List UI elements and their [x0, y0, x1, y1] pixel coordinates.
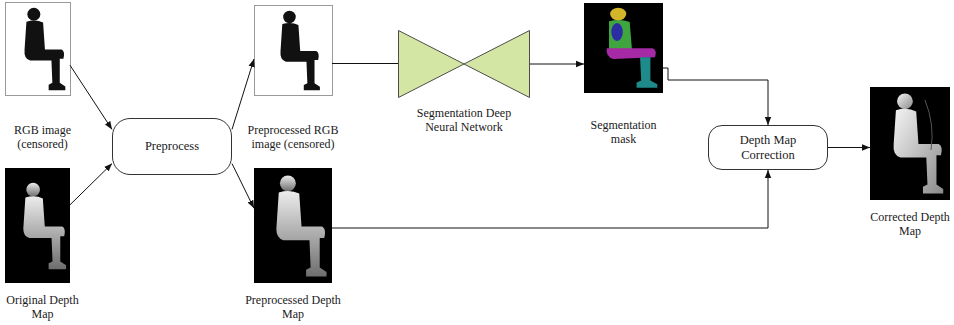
bowtie-half: [399, 31, 465, 98]
depth-image-node: Preprocessed Depth Map: [254, 168, 332, 283]
process-box: Depth Map Correction: [708, 125, 828, 170]
mask-image-node: Segmentation mask: [584, 3, 663, 93]
caption-label: Corrected Depth Map: [868, 210, 952, 239]
bowtie-half: [464, 31, 530, 98]
node-label: Preprocess: [145, 139, 199, 154]
connector-arrow: [332, 63, 398, 64]
depth-image: [5, 168, 70, 283]
caption-label: Original Depth Map: [3, 293, 83, 322]
rgb-image-node: Preprocessed RGB image (censored): [254, 5, 332, 95]
preprocessed-depth-image: [254, 168, 332, 283]
depth-image-node: Original Depth Map: [5, 168, 70, 283]
node-label: Segmentation mask: [582, 118, 666, 147]
node-label: Segmentation Deep Neural Network: [409, 106, 519, 135]
network-bowtie: Segmentation Deep Neural Network: [398, 30, 530, 98]
node-label: Depth Map Correction: [717, 133, 819, 163]
connector-arrow: [332, 170, 768, 228]
connector-arrow: [663, 68, 768, 125]
bowtie-outline: [398, 30, 530, 98]
node-label: Preprocessed RGB image (censored): [238, 123, 348, 152]
depth-image-node: Corrected Depth Map: [870, 87, 950, 200]
connector-arrow: [70, 164, 112, 205]
caption-label: Segmentation mask: [582, 118, 666, 147]
connector-arrow: [232, 59, 254, 129]
connector-arrow: [828, 147, 870, 148]
connector-arrow: [530, 64, 584, 65]
node-label: Preprocessed Depth Map: [238, 293, 348, 322]
caption-label: Segmentation Deep Neural Network: [409, 106, 519, 135]
rgb-image: [6, 3, 71, 96]
preprocessed-rgb-image: [255, 6, 333, 96]
connector-arrow: [70, 65, 112, 129]
caption-label: Preprocessed Depth Map: [238, 293, 348, 322]
node-label: Original Depth Map: [3, 293, 83, 322]
caption-label: RGB image (censored): [3, 123, 83, 152]
connector-arrow: [232, 164, 254, 209]
node-label: Corrected Depth Map: [868, 210, 952, 239]
corrected-depth-image: [870, 87, 950, 200]
rgb-image-node: RGB image (censored): [5, 2, 70, 95]
process-box: Preprocess: [112, 118, 232, 175]
node-label: RGB image (censored): [3, 123, 83, 152]
caption-label: Preprocessed RGB image (censored): [238, 123, 348, 152]
segmentation-mask-image: [584, 3, 663, 93]
